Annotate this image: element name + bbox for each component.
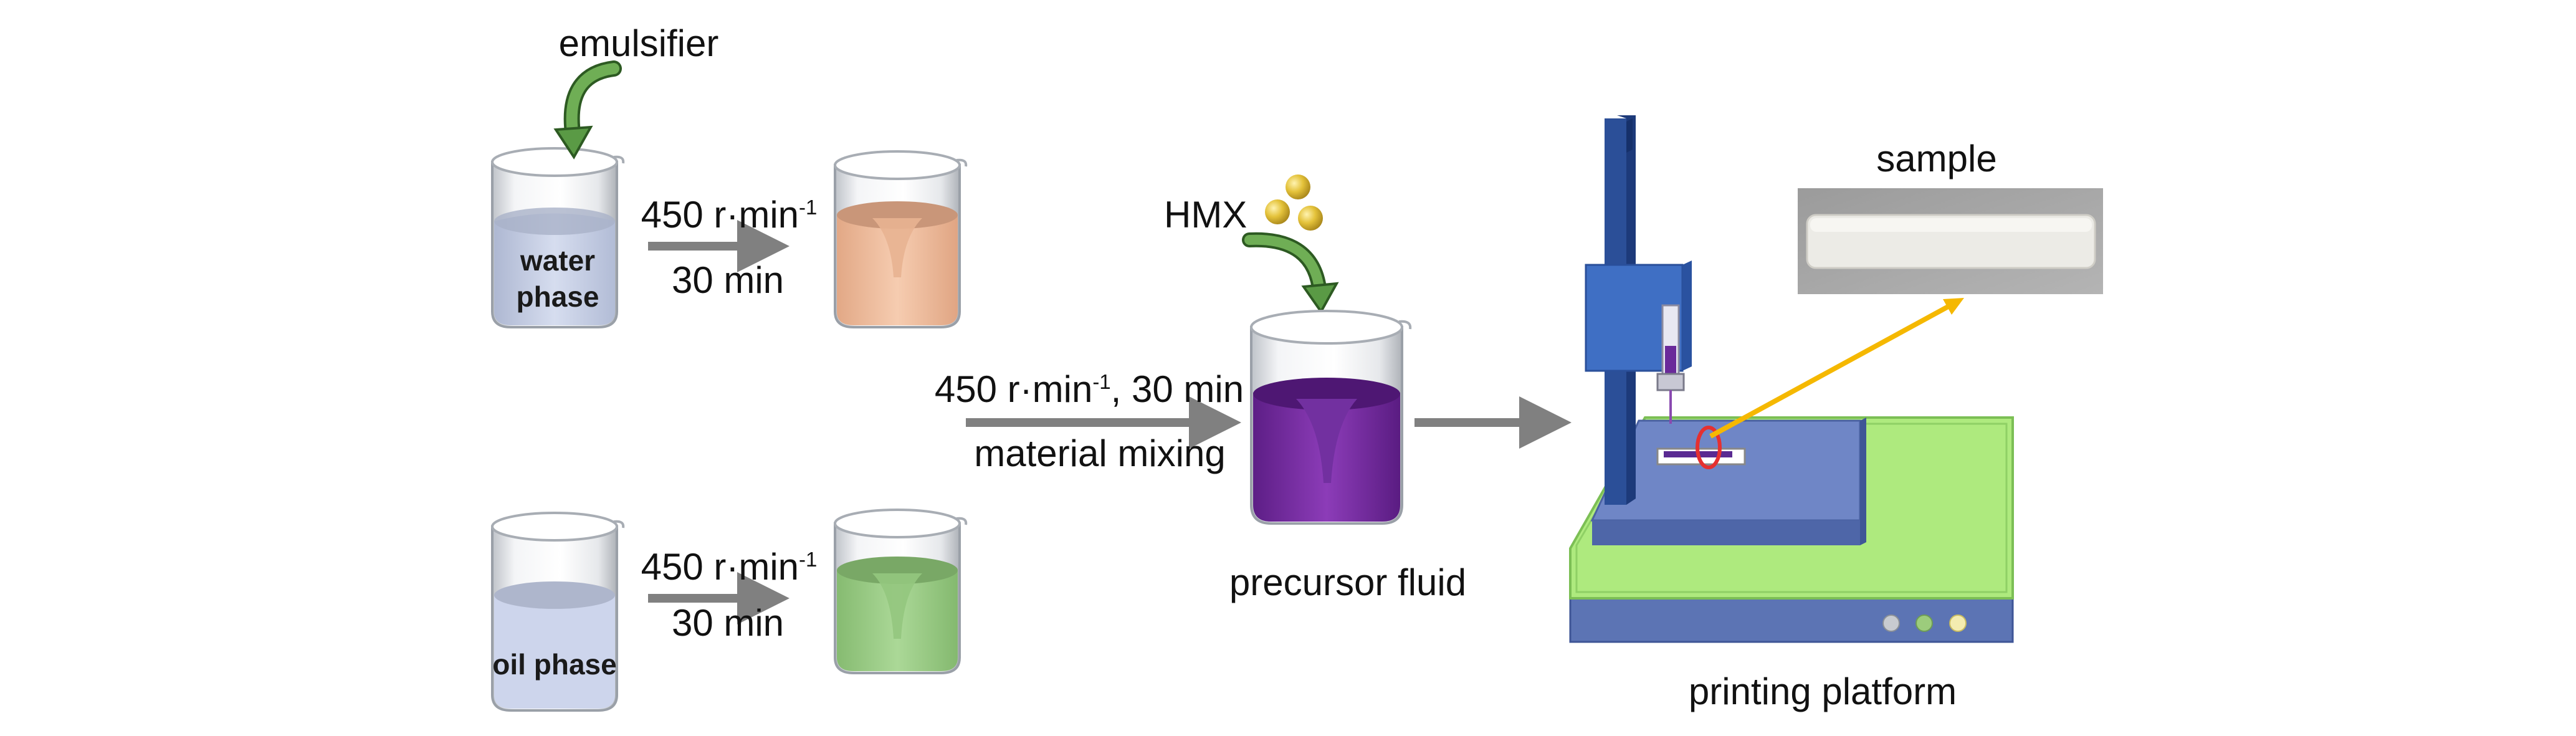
precursor-fluid-label: precursor fluid: [1229, 562, 1467, 603]
mixing-speed-value: 450 r·min: [934, 368, 1093, 410]
emulsifier-arrow-icon: [553, 60, 622, 160]
beaker-emulsion-top: [834, 150, 968, 328]
mixing-speed-label: 450 r·min-1, 30 min: [935, 371, 1244, 408]
water-phase-label-line1: water: [520, 244, 596, 277]
beaker-precursor: [1250, 310, 1412, 525]
hmx-particles-icon: [1265, 174, 1323, 231]
beaker-emulsion-bottom: [834, 509, 968, 674]
emulsifier-label: emulsifier: [558, 22, 719, 64]
sample-label: sample: [1876, 138, 1997, 179]
speed-label-top: 450 r·min-1: [641, 196, 818, 234]
speed-value-top: 450 r·min: [641, 194, 799, 236]
sample-photo: [1798, 188, 2103, 294]
time-label-top: 30 min: [671, 259, 785, 301]
water-phase-label-line2: phase: [516, 280, 599, 313]
beaker-oil-phase: [491, 512, 625, 712]
mixing-speed-sup: -1: [1092, 370, 1111, 393]
water-phase-label: water phase: [517, 243, 599, 315]
hmx-arrow-icon: [1242, 232, 1339, 314]
speed-label-bottom: 450 r·min-1: [641, 548, 818, 586]
mixing-time-value: , 30 min: [1110, 368, 1244, 410]
material-mixing-label: material mixing: [974, 433, 1226, 474]
oil-phase-label: oil phase: [492, 648, 617, 681]
beaker-water-phase: [491, 147, 625, 328]
sample-arrow: [1709, 298, 1964, 439]
speed-value-bottom: 450 r·min: [641, 546, 799, 588]
printing-platform-label: printing platform: [1688, 671, 1957, 712]
speed-unit-sup-bottom: -1: [799, 548, 818, 571]
printer: [1569, 115, 2014, 643]
time-label-bottom: 30 min: [671, 602, 785, 644]
speed-unit-sup-top: -1: [799, 196, 818, 219]
hmx-label: HMX: [1164, 194, 1247, 236]
